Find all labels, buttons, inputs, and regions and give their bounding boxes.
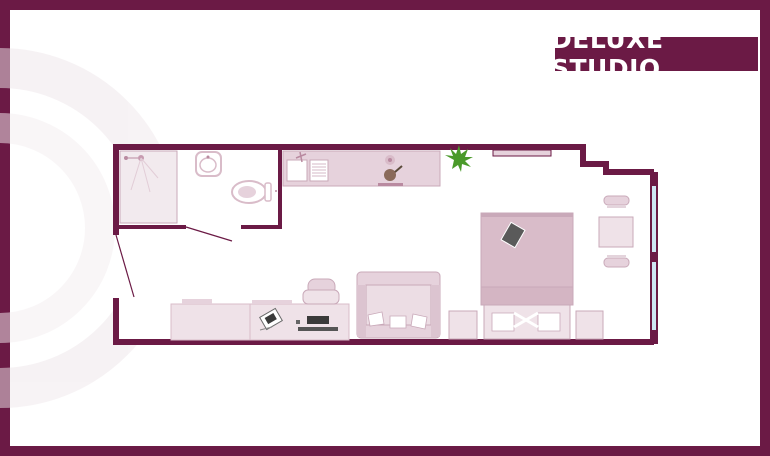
title-badge-bg — [551, 37, 758, 71]
dining-table-icon — [598, 195, 634, 268]
plant-icon — [445, 145, 473, 172]
right-wall — [650, 172, 658, 344]
laptop-icon — [259, 307, 283, 331]
tv-icon — [296, 316, 338, 331]
kitchen-counter — [282, 150, 441, 187]
entrance-door — [115, 234, 135, 298]
toilet-icon — [231, 180, 277, 204]
hob-icon — [378, 155, 403, 186]
air-conditioner — [492, 149, 552, 157]
bed-icon — [480, 212, 574, 340]
window-upper — [652, 186, 656, 252]
window-lower — [652, 262, 656, 330]
side-table-right — [575, 310, 604, 340]
office-chair-icon — [302, 278, 340, 305]
bathroom-door — [185, 226, 233, 242]
exterior-walls — [113, 144, 654, 345]
shower-icon — [119, 150, 178, 224]
bathroom-walls — [116, 147, 282, 229]
side-table-left — [448, 310, 478, 340]
sink-icon — [195, 151, 222, 177]
armchair-icon — [356, 271, 441, 339]
